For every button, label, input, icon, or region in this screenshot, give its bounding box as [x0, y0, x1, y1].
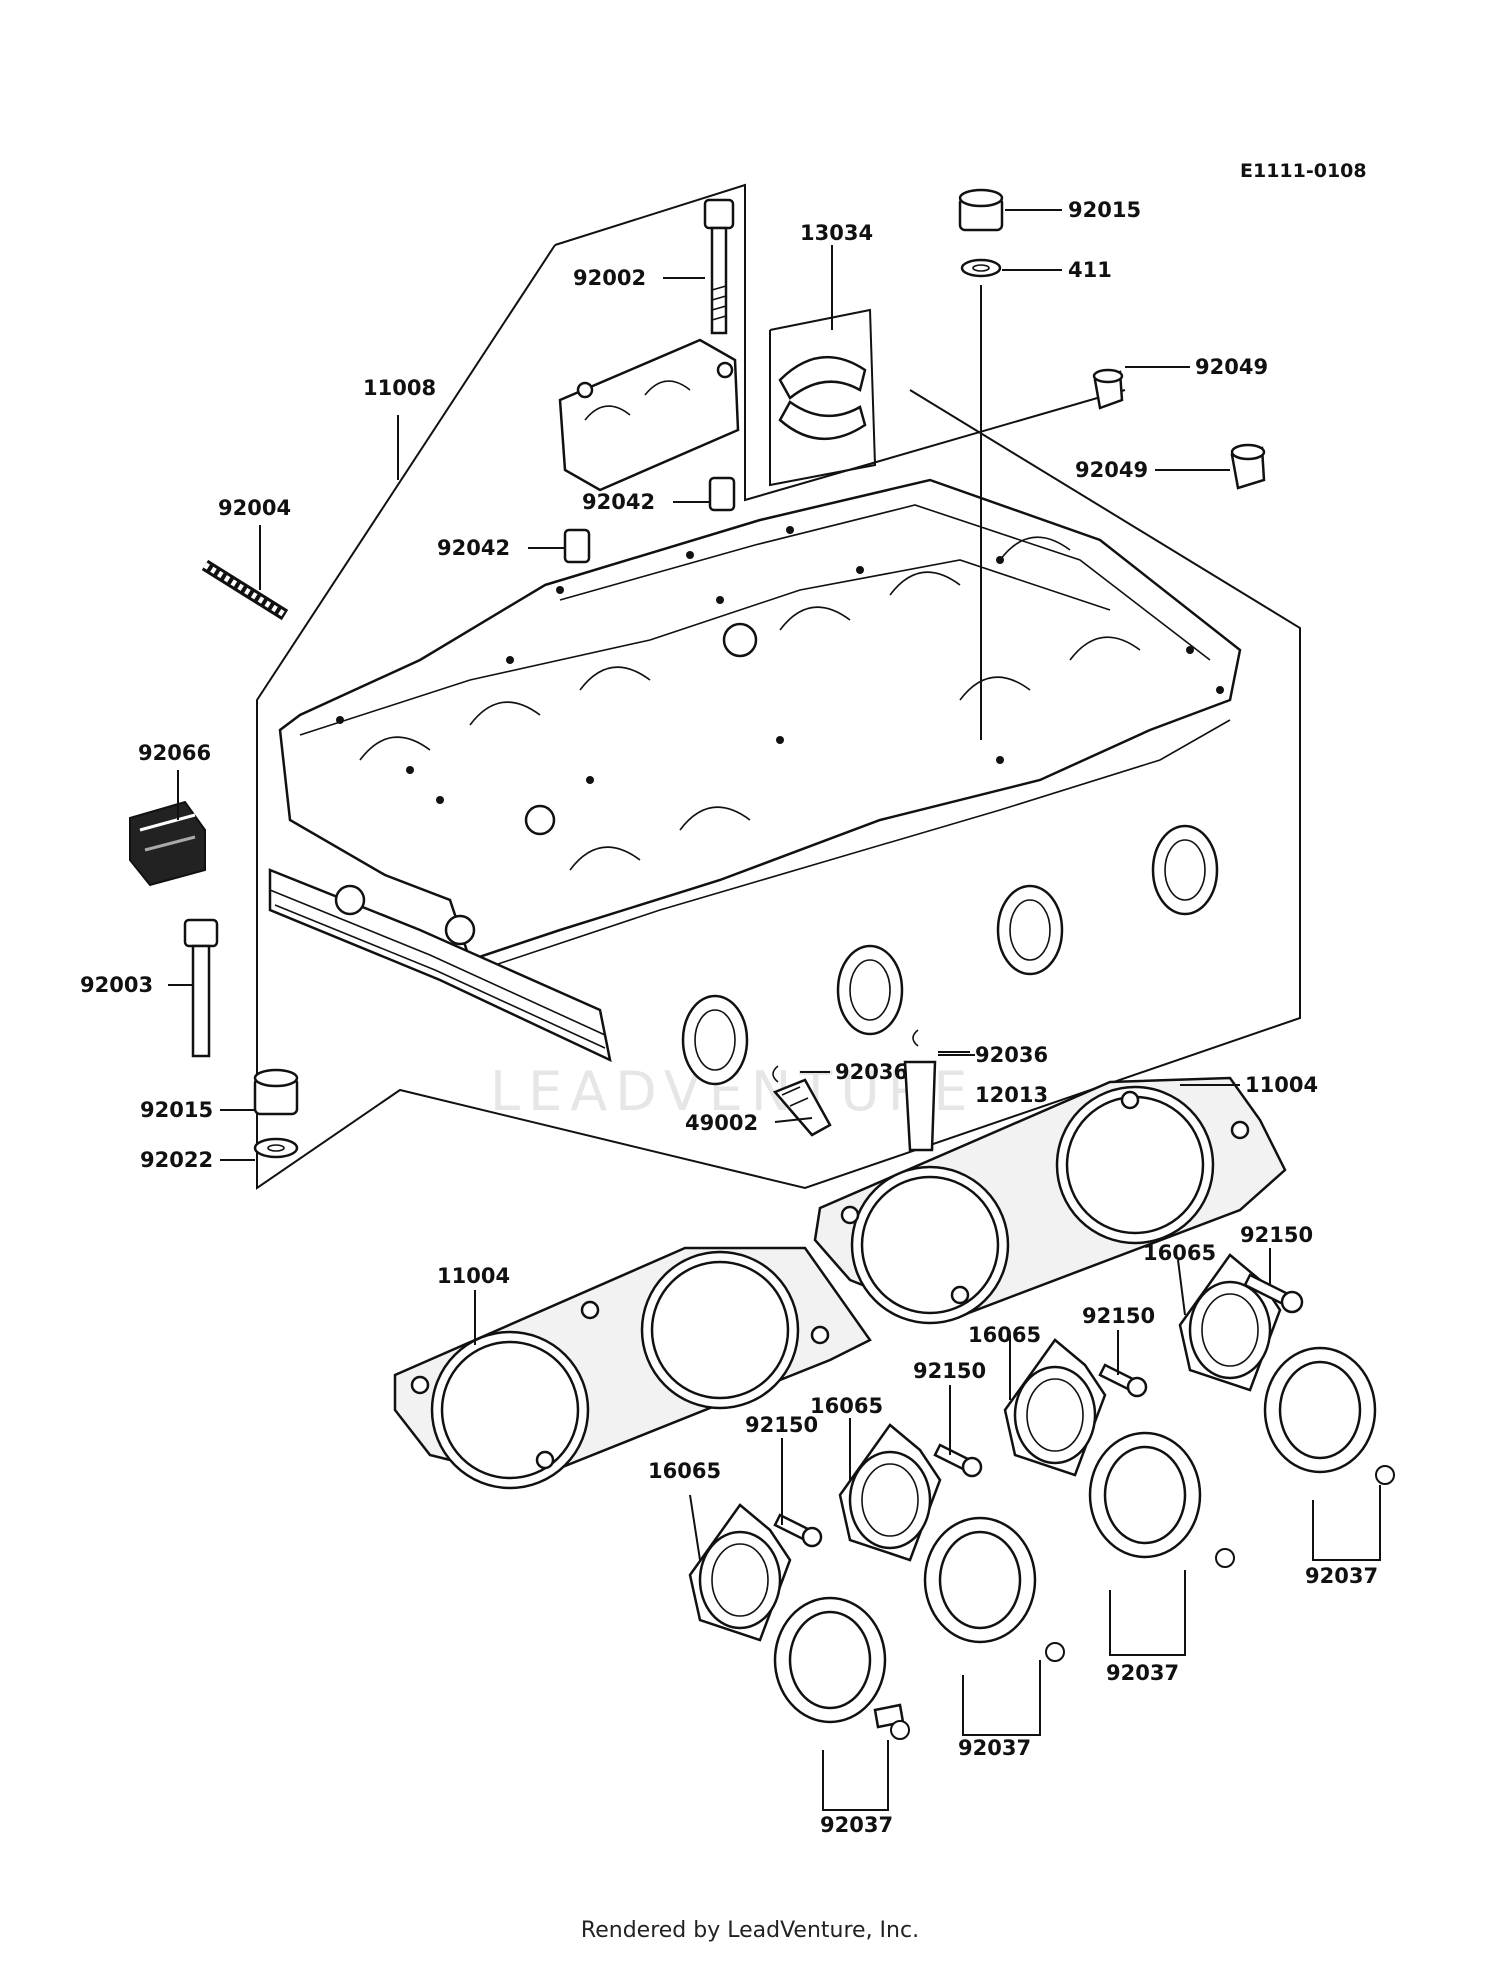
screw-92150-b[interactable]	[933, 1443, 983, 1478]
callout-92003: 92003	[80, 973, 153, 997]
circlip-92036-b[interactable]	[772, 1065, 779, 1083]
callout-12013: 12013	[975, 1083, 1048, 1107]
callout-92150-b: 92150	[1082, 1304, 1155, 1328]
exhaust-ports	[681, 824, 1219, 1086]
callout-92037-c: 92037	[958, 1736, 1031, 1760]
screw-92150-c[interactable]	[1098, 1363, 1148, 1398]
callout-92037-b: 92037	[1106, 1661, 1179, 1685]
intake-holder-16065-c[interactable]	[1003, 1338, 1107, 1477]
callout-92049-a: 92049	[1195, 355, 1268, 379]
fitting-49002[interactable]	[772, 1078, 832, 1137]
bolt-92003[interactable]	[183, 918, 219, 1058]
callout-92036-a: 92036	[975, 1043, 1048, 1067]
footer-credit: Rendered by LeadVenture, Inc.	[580, 1918, 920, 1943]
callout-16065-c: 16065	[810, 1394, 883, 1418]
screw-92150-a[interactable]	[773, 1513, 823, 1548]
callout-92049-b: 92049	[1075, 458, 1148, 482]
callout-11004-a: 11004	[1245, 1073, 1318, 1097]
clamp-92037-d[interactable]	[1263, 1346, 1377, 1474]
stud-92004[interactable]	[201, 559, 289, 621]
callout-92015-bottom: 92015	[140, 1098, 213, 1122]
callout-16065-a: 16065	[1143, 1241, 1216, 1265]
clamp-92037-c[interactable]	[1088, 1431, 1202, 1559]
callout-16065-d: 16065	[648, 1459, 721, 1483]
callout-49002: 49002	[685, 1111, 758, 1135]
circlip-92036-a[interactable]	[912, 1029, 919, 1047]
callout-92042-a: 92042	[582, 490, 655, 514]
clamp-92037-b[interactable]	[923, 1516, 1037, 1644]
callout-92015-top: 92015	[1068, 198, 1141, 222]
callout-16065-b: 16065	[968, 1323, 1041, 1347]
dowel-92042-a[interactable]	[708, 476, 736, 512]
callout-92022: 92022	[140, 1148, 213, 1172]
damper-92066[interactable]	[129, 800, 206, 887]
callout-92004: 92004	[218, 496, 291, 520]
assembly-boundary	[256, 244, 1301, 1190]
callout-92037-d: 92037	[820, 1813, 893, 1837]
callout-92037-a: 92037	[1305, 1564, 1378, 1588]
callout-11008: 11008	[363, 376, 436, 400]
cap-boundary	[554, 183, 1126, 502]
washer-411[interactable]	[960, 258, 1002, 278]
head-gasket-11004-right[interactable]	[813, 1076, 1287, 1325]
leader-lines	[168, 209, 1381, 1811]
bearing-13034[interactable]	[769, 308, 877, 487]
diagram-code: E1111-0108	[1240, 160, 1367, 182]
intake-holder-16065-d[interactable]	[1178, 1253, 1282, 1392]
cylinder-head[interactable]	[268, 478, 1242, 1063]
intake-holder-16065-b[interactable]	[838, 1423, 942, 1562]
callout-411: 411	[1068, 258, 1112, 282]
cam-cap-assembly[interactable]	[558, 338, 740, 492]
screw-92150-d[interactable]	[1243, 1273, 1304, 1314]
clamp-92037-a[interactable]	[773, 1596, 905, 1729]
callout-92150-a: 92150	[1240, 1223, 1313, 1247]
callout-13034: 13034	[800, 221, 873, 245]
callout-92036-b: 92036	[835, 1060, 908, 1084]
callout-92042-b: 92042	[437, 536, 510, 560]
washer-92022[interactable]	[253, 1137, 299, 1159]
intake-holder-16065-a[interactable]	[688, 1503, 792, 1642]
bolt-92002[interactable]	[703, 198, 735, 335]
cap-nut-92015-top[interactable]	[958, 188, 1004, 232]
cap-nut-92015-bottom[interactable]	[253, 1068, 299, 1116]
callout-92066: 92066	[138, 741, 211, 765]
callout-92150-c: 92150	[913, 1359, 986, 1383]
valve-seal-92049-b[interactable]	[1230, 443, 1266, 490]
dowel-92042-b[interactable]	[563, 528, 591, 564]
callout-92002: 92002	[573, 266, 646, 290]
callout-11004-b: 11004	[437, 1264, 510, 1288]
valve-seal-92049-a[interactable]	[1092, 368, 1124, 410]
head-gasket-11004-left[interactable]	[393, 1246, 872, 1490]
callout-92150-d: 92150	[745, 1413, 818, 1437]
valve-guide-12013[interactable]	[903, 1060, 937, 1152]
